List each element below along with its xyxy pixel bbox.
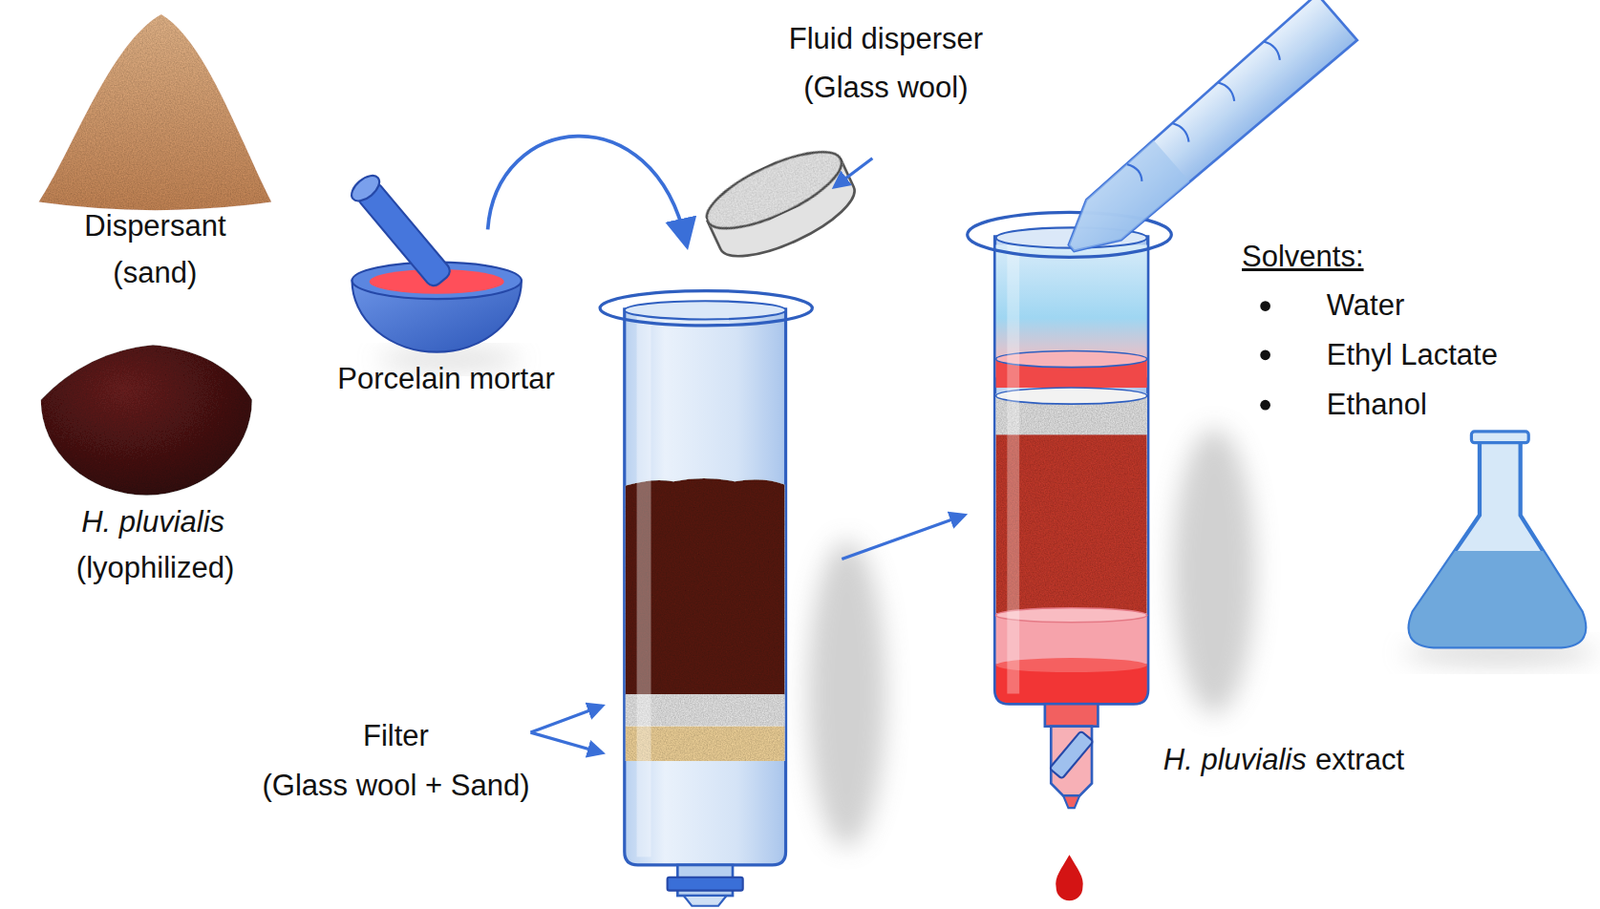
packed-column: [683, 896, 727, 907]
glass-wool-disk: [697, 136, 852, 243]
packed-column: [808, 540, 886, 847]
erlenmeyer-flask: [1471, 431, 1529, 444]
step-arrow: [841, 515, 964, 560]
packed-column: [624, 300, 787, 320]
part-label: Fluid disperser: [789, 21, 983, 57]
pointer-arrow: [530, 705, 602, 733]
material-label: (lyophilized): [76, 551, 235, 586]
species-label: H. pluvialis: [81, 505, 225, 540]
algae-powder: [41, 344, 253, 496]
tool-label: Porcelain mortar: [337, 362, 555, 397]
packed-column: [667, 877, 744, 892]
material-label: Dispersant: [84, 209, 226, 244]
transfer-arrow: [488, 136, 686, 242]
erlenmeyer-flask: [1409, 438, 1586, 647]
part-label: (Glass wool + Sand): [261, 768, 530, 804]
mortar-pestle: [346, 170, 384, 207]
packed-column: [599, 291, 812, 326]
pipette: [1217, 80, 1238, 102]
list-bullet: [1259, 300, 1271, 410]
pipette: [1263, 39, 1283, 61]
elution-column: [1049, 730, 1094, 779]
glass-wool-disk: [697, 136, 865, 272]
step-arrow: [841, 515, 964, 560]
erlenmeyer-flask: [1403, 431, 1598, 663]
mortar-pestle: [346, 170, 522, 368]
list-item: Water: [1326, 288, 1406, 323]
elution-column: [1006, 244, 1020, 694]
pipette: [1127, 161, 1146, 182]
sand-pile: [39, 14, 273, 211]
pipette: [1173, 120, 1193, 142]
packed-column: [624, 309, 787, 866]
product-label: extract: [1315, 743, 1405, 778]
erlenmeyer-flask: [1409, 551, 1586, 647]
pointer-arrow: [834, 158, 874, 188]
packed-column: [599, 291, 886, 907]
pipette: [1051, 0, 1358, 272]
list-heading: Solvents:: [1241, 239, 1365, 275]
elution-column: [967, 212, 1256, 901]
transfer-arrow: [488, 136, 686, 242]
material-label: (sand): [112, 256, 197, 291]
list-item: Ethanol: [1326, 387, 1428, 423]
sand-pile: [39, 14, 273, 211]
packed-column: [637, 316, 652, 857]
list-item: Ethyl Lactate: [1326, 338, 1498, 373]
elution-column: [995, 236, 1149, 704]
elution-column: [1055, 854, 1084, 901]
pointer-arrow: [834, 158, 874, 188]
pointer-arrow: [530, 705, 602, 753]
elution-column: [1045, 704, 1099, 727]
elution-column: [1063, 795, 1080, 809]
part-label: (Glass wool): [803, 70, 968, 106]
algae-powder: [41, 344, 253, 496]
part-label: Filter: [362, 719, 429, 754]
list-bullet: [1259, 350, 1271, 362]
pipette: [1051, 0, 1358, 272]
elution-column: [1173, 428, 1255, 715]
list-bullet: [1259, 400, 1271, 411]
pointer-arrow: [530, 732, 602, 753]
list-bullet: [1259, 300, 1271, 312]
pipette: [1053, 140, 1191, 270]
species-label: H. pluvialis: [1163, 743, 1307, 778]
